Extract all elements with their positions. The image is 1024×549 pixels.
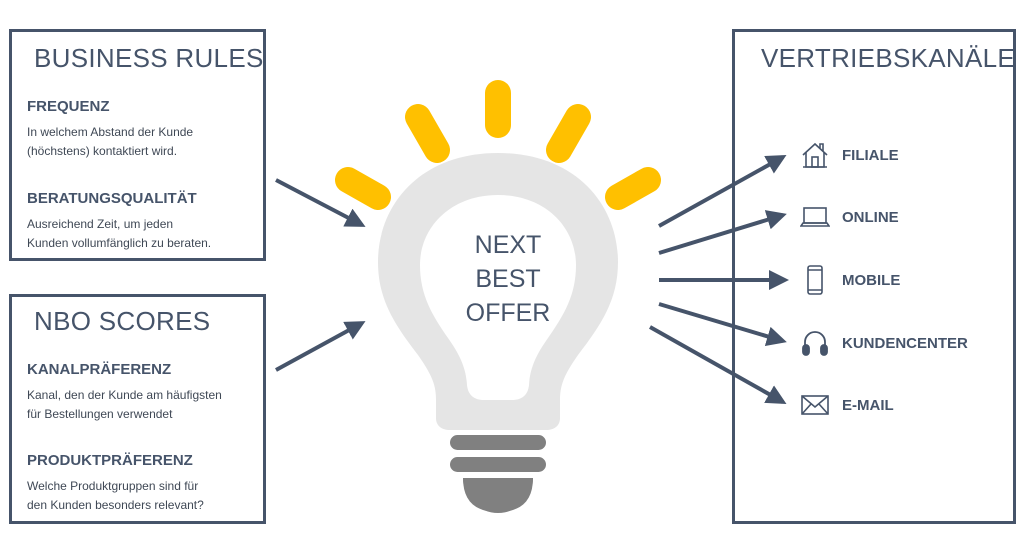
arrow-nbo-scores — [275, 321, 366, 372]
channel-label: ONLINE — [842, 208, 899, 226]
produktpraeferenz-text-line-1: Welche Produktgruppen sind für — [27, 479, 199, 493]
vertriebskanaele-title: VERTRIEBSKANÄLE — [761, 43, 1016, 73]
bulb-base-icon — [450, 435, 546, 513]
produktpraeferenz-heading: PRODUKTPRÄFERENZ — [27, 452, 193, 469]
arrow-email — [649, 325, 787, 404]
arrow-filiale — [658, 155, 787, 228]
kanalpraeferenz-heading: KANALPRÄFERENZ — [27, 361, 172, 378]
business-rules-box: BUSINESS RULES FREQUENZ In welchem Absta… — [9, 29, 266, 261]
frequenz-heading: FREQUENZ — [27, 98, 110, 115]
envelope-icon — [798, 390, 832, 420]
channel-label: KUNDENCENTER — [842, 334, 968, 352]
kanalpraeferenz-text-line-1: Kanal, den der Kunde am häufigsten — [27, 388, 222, 402]
channel-kundencenter: KUNDENCENTER — [798, 328, 968, 358]
ray-upper-left — [405, 104, 450, 163]
kanalpraeferenz-text-line-2: für Bestellungen verwendet — [27, 407, 173, 421]
channel-label: FILIALE — [842, 146, 899, 164]
laptop-icon — [798, 202, 832, 232]
light-rays-icon — [335, 80, 661, 210]
channel-email: E-MAIL — [798, 390, 894, 420]
channel-mobile: MOBILE — [798, 265, 900, 295]
frequenz-text-line-2: (höchstens) kontaktiert wird. — [27, 144, 178, 158]
produktpraeferenz-text-line-2: den Kunden besonders relevant? — [27, 498, 204, 512]
center-line-2: BEST — [475, 265, 541, 293]
ray-right — [605, 167, 661, 210]
headset-icon — [798, 328, 832, 358]
frequenz-text-line-1: In welchem Abstand der Kunde — [27, 125, 194, 139]
ray-left — [335, 167, 391, 210]
next-best-offer-label: NEXT BEST OFFER — [440, 228, 576, 330]
channel-online: ONLINE — [798, 202, 899, 232]
arrow-kundencenter — [658, 302, 787, 347]
channel-filiale: FILIALE — [798, 140, 899, 170]
house-icon — [798, 140, 832, 170]
vertriebskanaele-box: VERTRIEBSKANÄLE — [732, 29, 1016, 524]
arrow-online — [658, 210, 787, 255]
channel-label: MOBILE — [842, 271, 901, 289]
beratungsqualitaet-heading: BERATUNGSQUALITÄT — [27, 190, 197, 207]
center-line-3: OFFER — [465, 299, 551, 327]
beratungsqualitaet-text-line-2: Kunden vollumfänglich zu beraten. — [27, 236, 212, 250]
channel-label: E-MAIL — [842, 396, 894, 414]
smartphone-icon — [798, 265, 832, 295]
nbo-scores-box: NBO SCORES KANALPRÄFERENZ Kanal, den der… — [9, 294, 266, 524]
arrow-business-rules — [275, 178, 366, 227]
bulb-glass-icon — [378, 153, 618, 430]
business-rules-title: BUSINESS RULES — [34, 43, 264, 73]
nbo-scores-title: NBO SCORES — [34, 306, 211, 336]
beratungsqualitaet-text-line-1: Ausreichend Zeit, um jeden — [27, 217, 174, 231]
center-line-1: NEXT — [474, 231, 542, 259]
ray-upper-right — [546, 104, 591, 163]
